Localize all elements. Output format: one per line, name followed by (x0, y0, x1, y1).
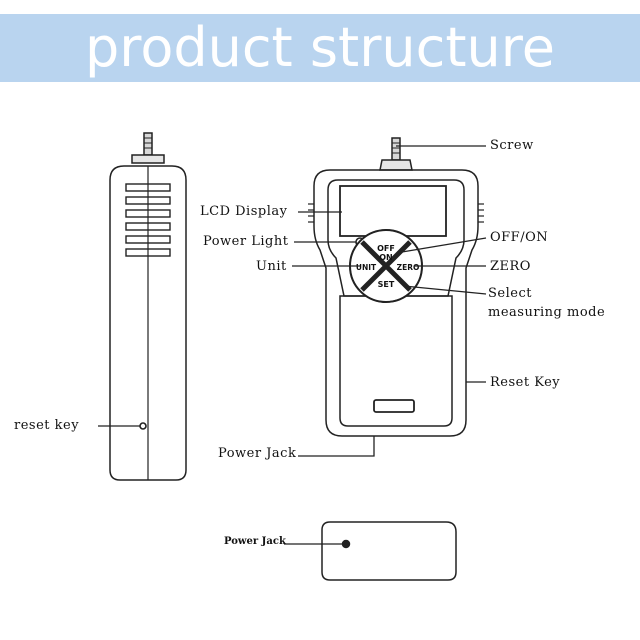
power-jack-leader (298, 436, 375, 457)
bottom-power-jack (341, 539, 351, 549)
button-cluster: OFF ON UNIT ZERO SET (349, 229, 423, 303)
title-banner: product structure (0, 14, 640, 82)
side-body (109, 165, 187, 481)
off-on-leader (401, 237, 487, 253)
label-reset-key-right: Reset Key (490, 375, 561, 390)
label-zero: ZERO (490, 259, 531, 274)
front-body-outer (313, 169, 479, 437)
label-power-jack-bottom: Power Jack (224, 536, 286, 547)
label-screw: Screw (490, 138, 534, 153)
label-power-light: Power Light (203, 234, 289, 249)
front-screw-base (379, 159, 413, 171)
zero-button-label: ZERO (397, 263, 420, 272)
set-button-label: SET (378, 280, 395, 289)
label-reset-key-left: reset key (14, 418, 80, 433)
bottom-view (284, 521, 457, 581)
label-off-on: OFF/ON (490, 230, 549, 245)
side-vents (125, 183, 171, 257)
select-leader (403, 285, 487, 295)
unit-button-label: UNIT (356, 263, 377, 272)
front-lower-panel (339, 295, 453, 427)
label-unit: Unit (256, 259, 287, 274)
side-reset-key (139, 422, 147, 430)
banner-title: product structure (85, 16, 555, 79)
label-power-jack: Power Jack (218, 446, 297, 461)
leader-lines (292, 211, 487, 383)
side-screw (143, 132, 153, 156)
side-view (98, 132, 187, 481)
label-lcd-display: LCD Display (200, 204, 288, 219)
off-button-label-off: OFF (377, 244, 395, 253)
side-screw-base (131, 154, 165, 164)
lcd-display (339, 185, 447, 237)
reset-key-slot (373, 399, 415, 413)
label-measuring-mode: measuring mode (488, 305, 606, 320)
off-button-label-on: ON (379, 253, 393, 262)
label-select: Select (488, 286, 532, 301)
front-view (298, 137, 486, 457)
bottom-body (321, 521, 457, 581)
front-screw (391, 137, 401, 161)
